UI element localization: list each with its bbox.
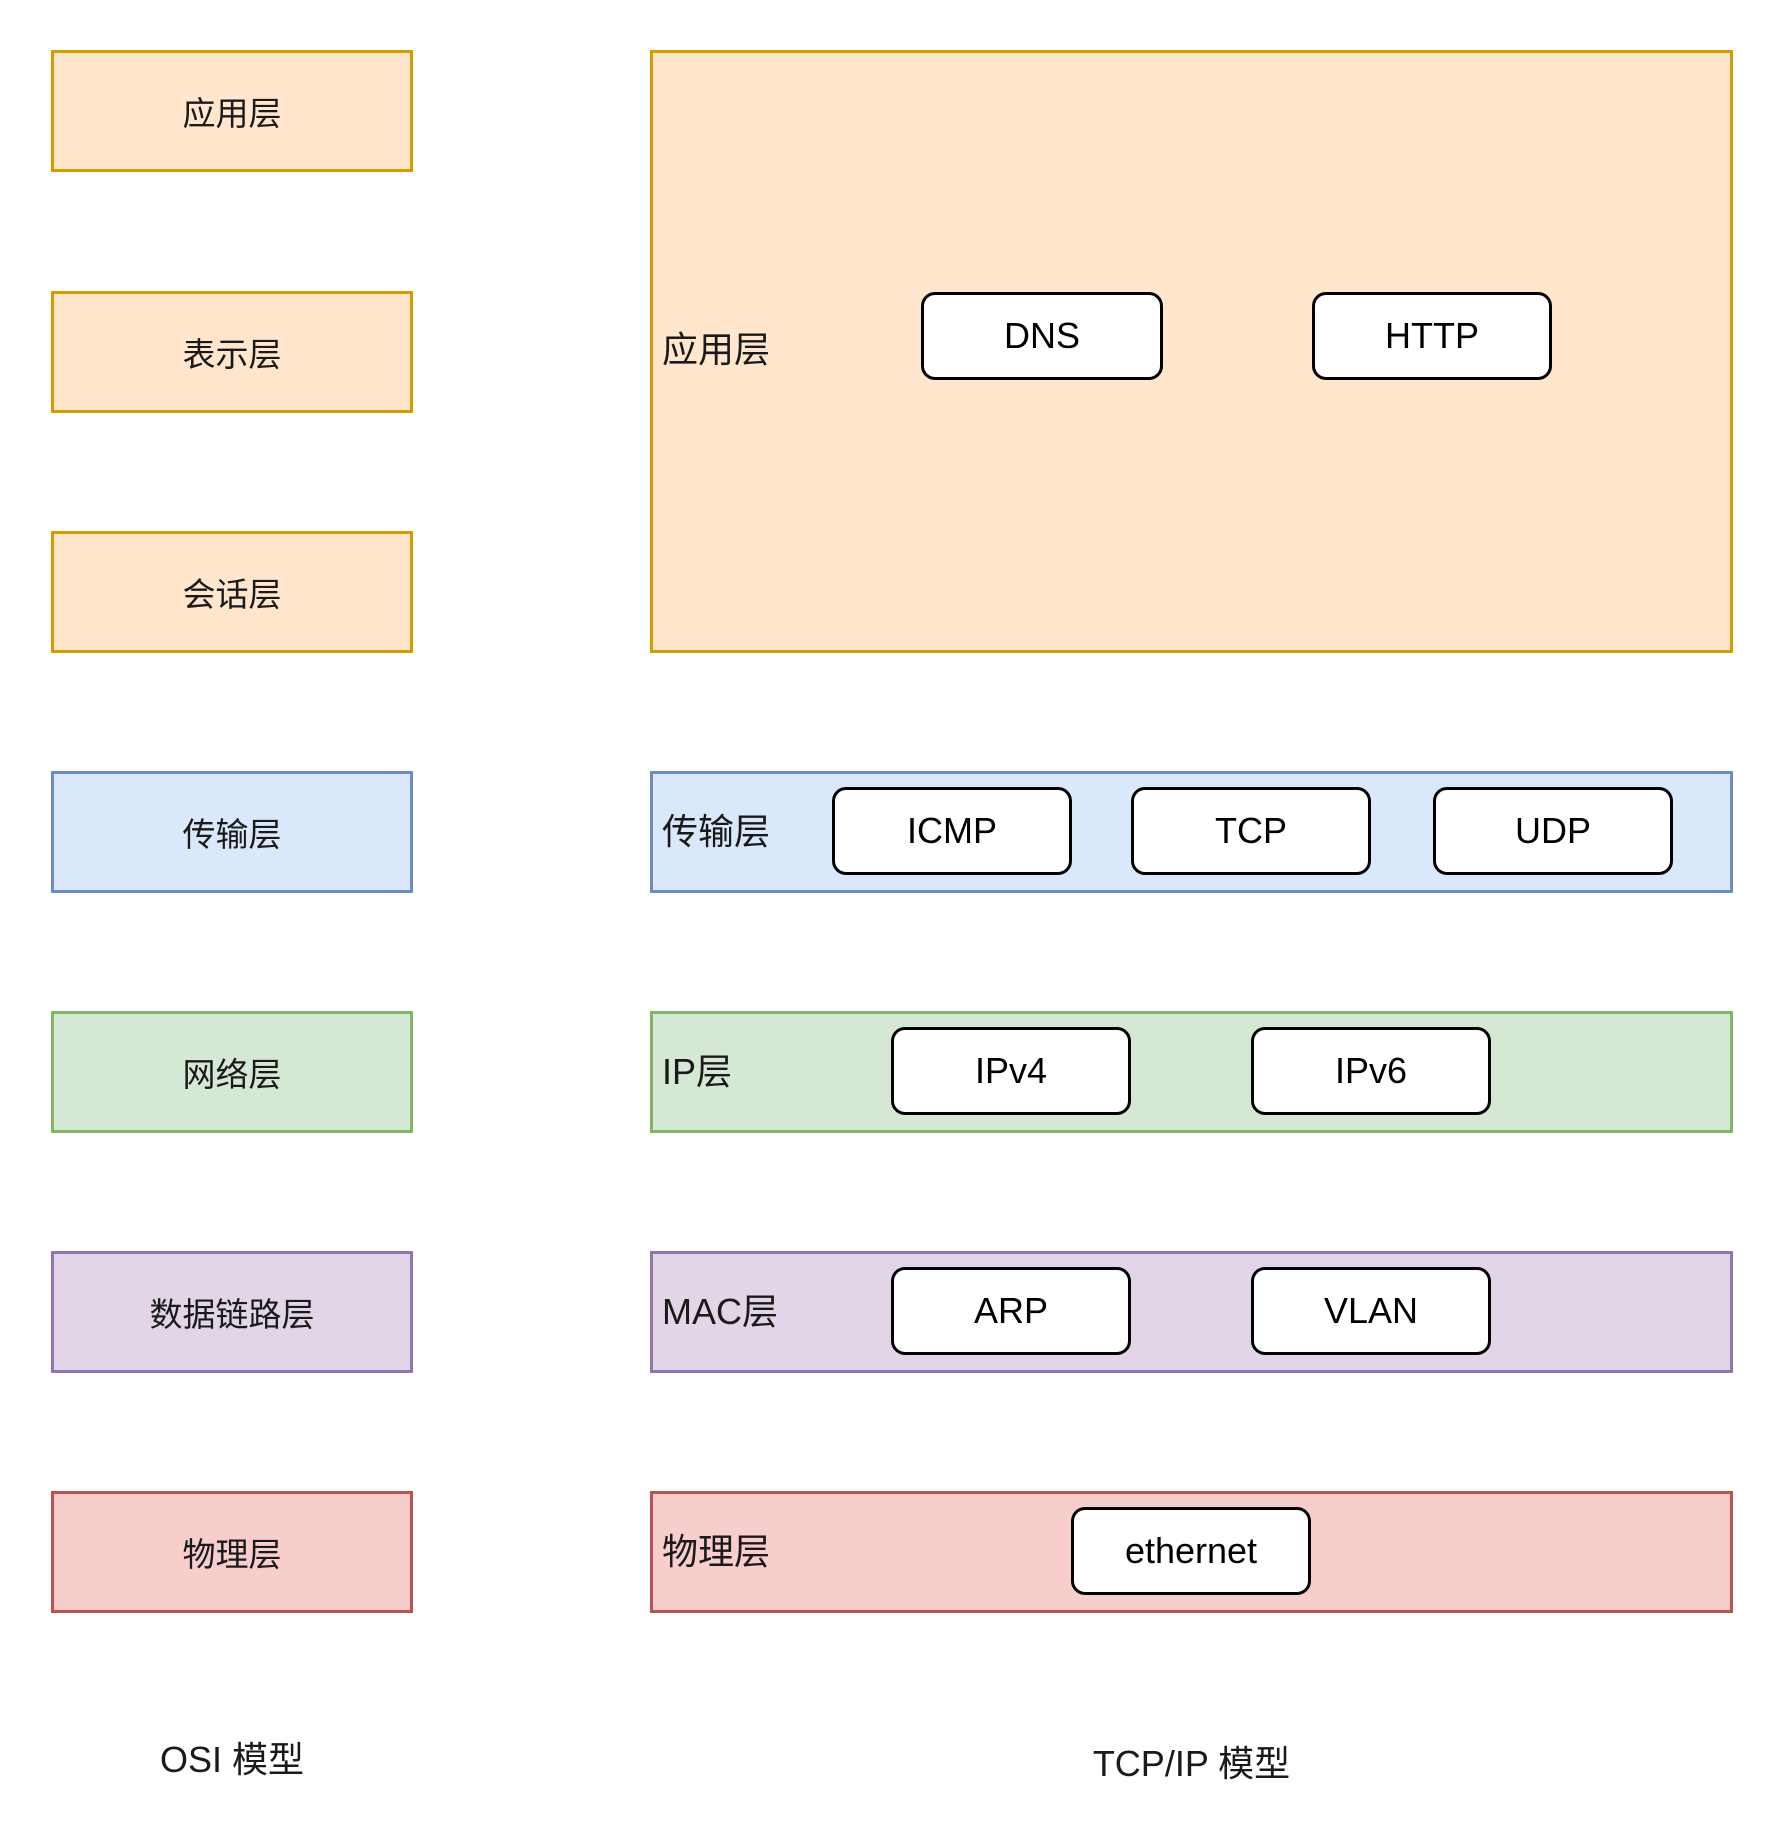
tcpip-layer-physical-label: 物理层 bbox=[662, 1531, 771, 1572]
tcpip-layer-mac-label: MAC层 bbox=[662, 1291, 778, 1332]
protocol-dns: DNS bbox=[921, 292, 1163, 380]
tcpip-layer-ip-label: IP层 bbox=[662, 1051, 733, 1092]
protocol-ethernet: ethernet bbox=[1071, 1507, 1311, 1595]
osi-layer-transport: 传输层 bbox=[51, 771, 413, 893]
protocol-icmp: ICMP bbox=[832, 787, 1072, 875]
osi-layer-presentation: 表示层 bbox=[51, 291, 413, 413]
osi-model-caption: OSI 模型 bbox=[159, 1739, 305, 1780]
tcpip-layer-application-box bbox=[650, 50, 1733, 653]
tcpip-layer-transport-label: 传输层 bbox=[662, 811, 771, 852]
protocol-vlan: VLAN bbox=[1251, 1267, 1491, 1355]
osi-layer-physical: 物理层 bbox=[51, 1491, 413, 1613]
protocol-ipv4: IPv4 bbox=[891, 1027, 1131, 1115]
tcpip-layer-ip-box bbox=[650, 1011, 1733, 1133]
protocol-udp: UDP bbox=[1433, 787, 1673, 875]
protocol-arp: ARP bbox=[891, 1267, 1131, 1355]
tcpip-model-caption: TCP/IP 模型 bbox=[1092, 1743, 1291, 1784]
tcpip-layer-mac-box bbox=[650, 1251, 1733, 1373]
osi-layer-session: 会话层 bbox=[51, 531, 413, 653]
osi-layer-application: 应用层 bbox=[51, 50, 413, 172]
protocol-tcp: TCP bbox=[1131, 787, 1371, 875]
tcpip-layer-application-label: 应用层 bbox=[662, 329, 771, 370]
protocol-http: HTTP bbox=[1312, 292, 1552, 380]
protocol-ipv6: IPv6 bbox=[1251, 1027, 1491, 1115]
osi-layer-network: 网络层 bbox=[51, 1011, 413, 1133]
osi-layer-data-link: 数据链路层 bbox=[51, 1251, 413, 1373]
